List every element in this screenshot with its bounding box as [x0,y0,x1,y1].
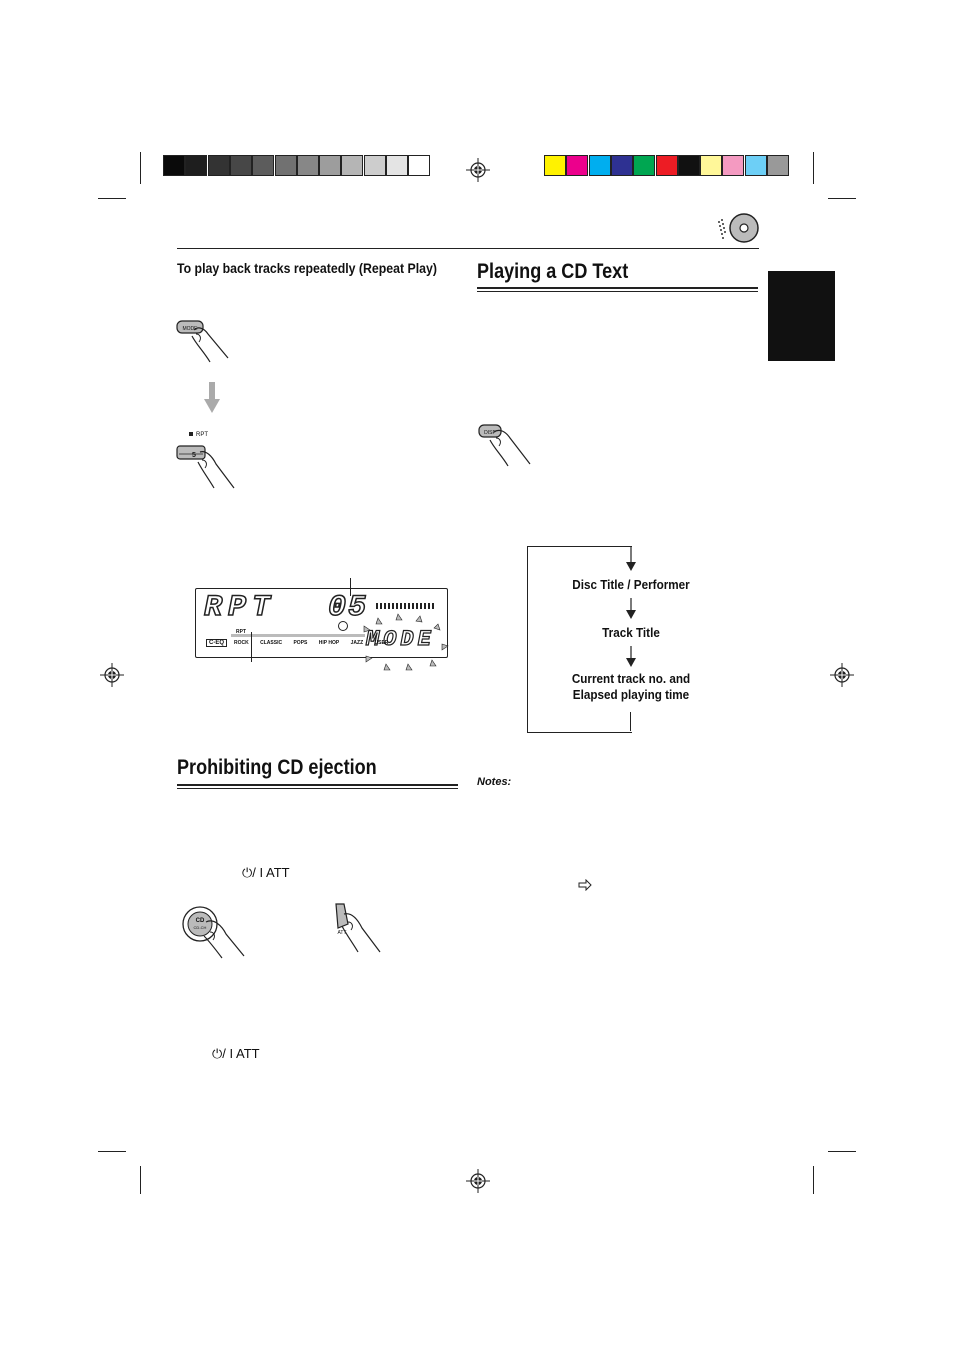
step-arrow-down-icon [204,382,220,413]
registration-swatch [363,155,386,176]
crop-mark [140,152,141,184]
heading-underline [477,287,758,292]
flow-item-track-title: Track Title [602,625,660,640]
registration-swatch [296,155,319,176]
crop-mark [813,1166,814,1194]
preset-number-label: 5 [192,452,196,459]
disp-button-label: DISP [484,430,496,436]
registration-swatch [341,155,364,176]
display-main-text: RPT [203,590,277,626]
registration-swatch [655,155,678,176]
flow-arrow-icon [626,646,636,667]
flow-item-track-time: Current track no. and Elapsed playing ti… [550,671,712,703]
repeat-play-heading: To play back tracks repeatedly (Repeat P… [177,260,437,276]
registration-swatch [408,155,431,176]
display-mode-text: MODE [365,626,435,652]
registration-swatch [274,155,297,176]
header-rule [177,248,759,249]
power-icon: ⏻/ I [212,1046,237,1061]
cd-text-heading: Playing a CD Text [477,260,629,283]
notes-label: Notes: [477,776,512,788]
registration-target-icon [100,663,124,687]
flow-arrow-icon [626,546,636,571]
registration-swatch [163,155,185,176]
power-att-label: ⏻/ I ATT [242,865,290,880]
crop-mark [828,1151,856,1152]
registration-swatch [185,155,208,176]
registration-swatch [386,155,408,176]
blinking-indicator-icon [363,613,449,671]
flow-return-line [630,712,631,731]
flow-item-track-time-line1: Current track no. and [571,671,691,686]
heading-underline [177,784,458,789]
registration-swatch [677,155,700,176]
prohibit-ejection-heading: Prohibiting CD ejection [177,756,377,779]
cd-disc-icon [718,213,759,243]
display-rpt-label: RPT [236,629,246,635]
see-page-arrow-icon [578,879,592,891]
flow-arrow-icon [626,598,636,619]
cd-text-indicator-icon [338,621,348,631]
rpt-indicator-label: RPT [189,432,208,438]
eq-band-bar [231,634,365,637]
registration-swatch [633,155,656,176]
cd-button-press-illustration[interactable]: CD CD-CH [180,900,258,960]
section-tab [768,271,835,361]
display-cycle-loop [527,546,632,733]
crop-mark [828,198,856,199]
power-icon: ⏻/ I [242,865,267,880]
level-meter [376,603,436,609]
lcd-display: RPT 05 MODE C-EQ RPT ROCK CLASSIC POPS H… [195,588,448,658]
svg-text:ATT: ATT [337,930,346,936]
registration-swatch [700,155,723,176]
preset-5-button-press-illustration[interactable]: 5 [174,442,238,490]
registration-swatch [744,155,767,176]
registration-swatch [207,155,230,176]
mode-button-press-illustration[interactable]: MODE [174,318,234,364]
registration-swatch [566,155,589,176]
registration-target-icon [466,1169,490,1193]
power-att-button-press-illustration[interactable]: ATT [330,900,390,956]
registration-swatch [544,155,566,176]
svg-text:CD-CH: CD-CH [194,925,207,930]
registration-swatch [722,155,745,176]
registration-swatch [229,155,252,176]
registration-target-icon [830,663,854,687]
display-track-number: 05 [327,590,369,626]
mode-button-label: MODE [183,326,199,332]
flow-item-disc-title: Disc Title / Performer [572,577,690,592]
eq-labels-row: ROCK CLASSIC POPS HIP HOP JAZZ USER [234,640,389,646]
registration-swatch [252,155,275,176]
registration-swatch [319,155,342,176]
crop-mark [140,1166,141,1194]
flow-item-track-time-line2: Elapsed playing time [572,687,690,702]
callout-line [251,632,252,662]
power-att-label-2: ⏻/ I ATT [212,1046,260,1061]
registration-swatch [588,155,611,176]
disp-button-press-illustration[interactable]: DISP [474,420,538,468]
display-ceq-label: C-EQ [206,639,227,647]
registration-target-icon [466,158,490,182]
cd-button-label: CD [196,918,205,924]
crop-mark [813,152,814,184]
crop-mark [98,1151,126,1152]
crop-mark [98,198,126,199]
callout-line [350,578,351,596]
registration-swatch [767,155,789,176]
registration-swatch [610,155,633,176]
